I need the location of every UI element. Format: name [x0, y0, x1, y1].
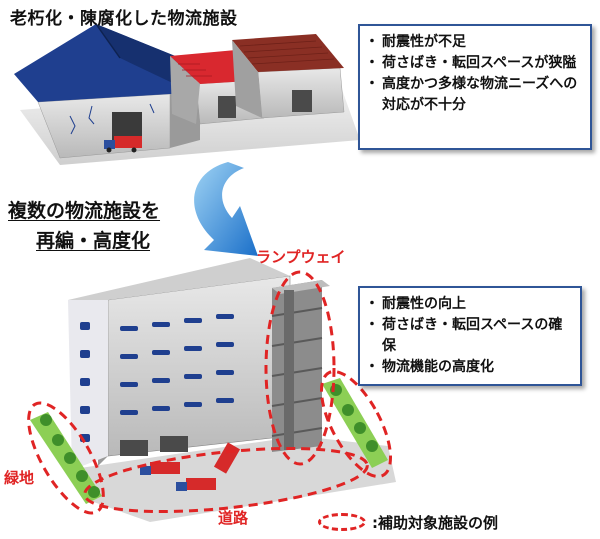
callout-before: 耐震性が不足 荷さばき・転回スペースが狭隘 高度かつ多様な物流ニーズへの対応が不… [358, 24, 592, 150]
oval-green-left [27, 401, 105, 515]
legend-text: :補助対象施設の例 [372, 514, 498, 532]
ramp-tower [271, 280, 330, 452]
label-ramp: ランプウェイ [256, 248, 346, 266]
highlight-ovals [27, 270, 393, 515]
issue-item: 高度かつ多様な物流ニーズへの対応が不十分 [365, 74, 582, 116]
callout-after: 耐震性の向上 荷さばき・転回スペースの確保 物流機能の高度化 [358, 286, 582, 386]
truck-bottom-1 [140, 462, 180, 475]
oval-ramp [264, 270, 336, 466]
transform-arrow [194, 162, 258, 256]
truck-top [104, 136, 142, 153]
reorg-text: 複数の物流施設を 再編・高度化 [8, 196, 160, 256]
label-green: 緑地 [4, 469, 35, 487]
oval-green-right [319, 370, 393, 478]
truck-bottom-2 [176, 478, 216, 491]
new-site-ground [80, 436, 396, 522]
label-road: 道路 [218, 509, 249, 527]
oval-road [83, 446, 369, 514]
building-windows [80, 314, 234, 442]
title: 老朽化・陳腐化した物流施設 [10, 9, 238, 29]
benefit-item: 荷さばき・転回スペースの確保 [365, 315, 572, 357]
issue-item: 荷さばき・転回スペースが狭隘 [365, 53, 582, 74]
benefit-item: 物流機能の高度化 [365, 357, 572, 378]
benefit-item: 耐震性の向上 [365, 294, 572, 315]
reorg-line1: 複数の物流施設を [8, 200, 161, 222]
issue-item: 耐震性が不足 [365, 32, 582, 53]
legend-oval [318, 513, 366, 531]
reorg-line2: 再編・高度化 [36, 230, 151, 252]
new-logistics-building [68, 258, 291, 470]
old-warehouse-brown [232, 34, 345, 119]
